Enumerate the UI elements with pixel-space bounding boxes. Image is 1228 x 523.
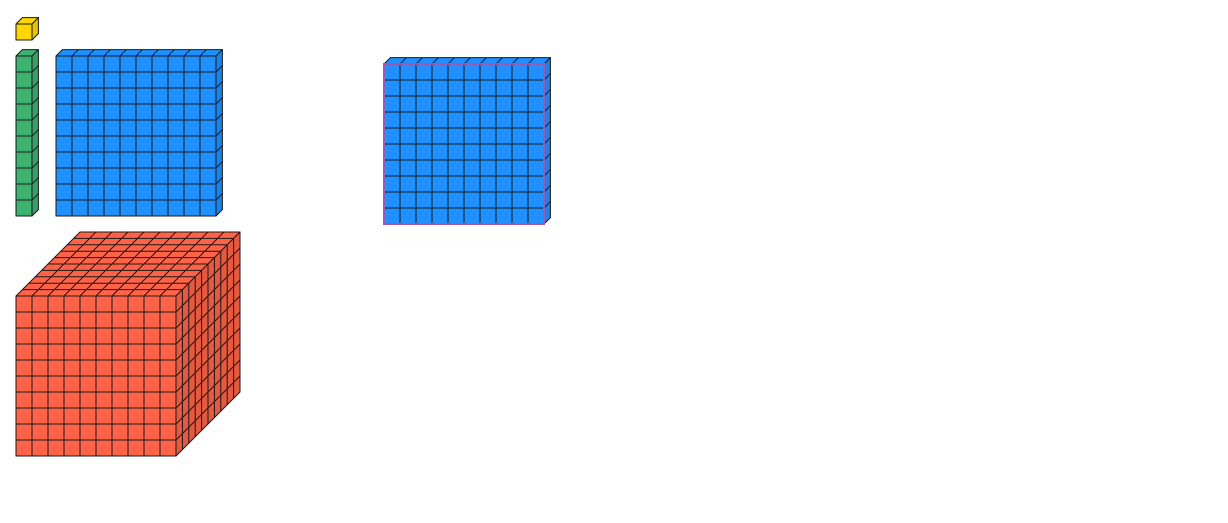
- grid-line: [543, 185, 551, 193]
- grid-line: [543, 73, 551, 81]
- grid-line: [31, 161, 39, 169]
- grid-line: [543, 89, 551, 97]
- grid-line: [543, 105, 551, 113]
- grid-line: [543, 153, 551, 161]
- hundred-flat: [55, 49, 223, 217]
- grid-line: [215, 177, 223, 185]
- hundred-flat-highlighted[interactable]: [383, 57, 551, 225]
- grid-line: [103, 49, 111, 57]
- thousand-cube: [15, 231, 241, 457]
- grid-line: [199, 49, 207, 57]
- grid-line: [463, 57, 471, 65]
- grid-line: [215, 113, 223, 121]
- selection-outline: [383, 63, 545, 225]
- grid-line: [215, 193, 223, 201]
- grid-line: [447, 57, 455, 65]
- grid-line: [31, 145, 39, 153]
- grid-line: [215, 65, 223, 73]
- grid-line: [543, 121, 551, 129]
- grid-line: [31, 129, 39, 137]
- grid-line: [415, 57, 423, 65]
- grid-line: [215, 129, 223, 137]
- grid-line: [31, 177, 39, 185]
- grid-line: [543, 137, 551, 145]
- grid-line: [215, 161, 223, 169]
- grid-line: [215, 145, 223, 153]
- grid-line: [479, 57, 487, 65]
- grid-line: [31, 113, 39, 121]
- grid-line: [215, 81, 223, 89]
- front-face: [15, 23, 33, 41]
- grid-line: [31, 97, 39, 105]
- grid-line: [183, 49, 191, 57]
- unit-cube: [15, 17, 39, 41]
- grid-line: [135, 49, 143, 57]
- grid-line: [167, 49, 175, 57]
- grid-line: [31, 193, 39, 201]
- grid-line: [543, 201, 551, 209]
- grid-line: [431, 57, 439, 65]
- grid-line: [399, 57, 407, 65]
- grid-line: [151, 49, 159, 57]
- grid-line: [215, 97, 223, 105]
- grid-line: [71, 49, 79, 57]
- grid-line: [495, 57, 503, 65]
- grid-line: [511, 57, 519, 65]
- grid-line: [31, 81, 39, 89]
- grid-line: [527, 57, 535, 65]
- grid-line: [87, 49, 95, 57]
- grid-line: [119, 49, 127, 57]
- ten-rod: [15, 49, 39, 217]
- grid-line: [543, 169, 551, 177]
- grid-line: [31, 65, 39, 73]
